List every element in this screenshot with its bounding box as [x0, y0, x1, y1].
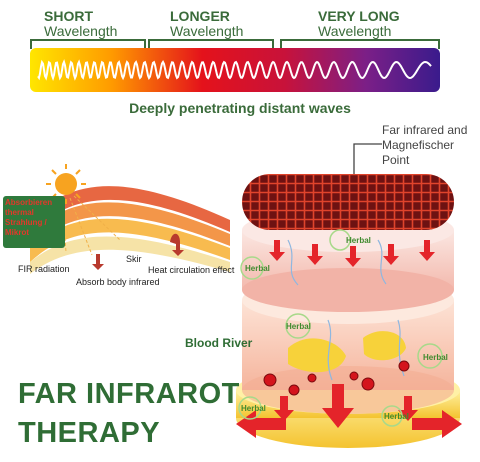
- longer-label: LONGER: [170, 8, 230, 24]
- callout-line-1: Far infrared and: [382, 123, 468, 137]
- callout-line-2: Magnefischer: [382, 138, 455, 152]
- very-long-bracket: [280, 39, 440, 49]
- blood-cells: [263, 360, 410, 396]
- skin-label: Skir: [126, 254, 142, 264]
- heat-circulation-label: Heat circulation effect: [148, 265, 235, 275]
- spectrum-caption: Deeply penetrating distant waves: [129, 100, 351, 116]
- tissue-layers-illustration: [236, 174, 462, 448]
- very-long-label: VERY LONG: [318, 8, 400, 24]
- short-sublabel: Wavelength: [44, 23, 118, 39]
- herbal-label-2: Herbal: [346, 236, 371, 245]
- title-line-2: THERAPY: [18, 417, 161, 449]
- heat-pad: [242, 174, 454, 230]
- absorb-label: Absorb body infrared: [76, 277, 160, 287]
- fir-radiation-label: FIR radiation: [18, 264, 70, 274]
- blood-river-label: Blood River: [185, 336, 253, 350]
- herbal-label-6: Herbal: [384, 412, 409, 421]
- absorb-badge: Absorbieren thermal Strahlung / Mikrot: [3, 196, 65, 248]
- herbal-label-1: Herbal: [245, 264, 270, 273]
- callout-line-3: Point: [382, 153, 410, 167]
- wavelength-spectrum-bar: [30, 48, 440, 92]
- skin-diagram: [30, 164, 230, 274]
- herbal-label-3: Herbal: [286, 322, 311, 331]
- herbal-label-4: Herbal: [423, 353, 448, 362]
- short-bracket: [30, 39, 146, 49]
- wavelength-wave: [37, 59, 432, 82]
- longer-sublabel: Wavelength: [170, 23, 244, 39]
- very-long-sublabel: Wavelength: [318, 23, 392, 39]
- heat-arrows: [236, 240, 462, 438]
- title-line-1: FAR INFRAROT: [18, 378, 240, 410]
- longer-bracket: [148, 39, 274, 49]
- herbal-label-5: Herbal: [241, 404, 266, 413]
- short-label: SHORT: [44, 8, 93, 24]
- sun-icon: [46, 164, 86, 204]
